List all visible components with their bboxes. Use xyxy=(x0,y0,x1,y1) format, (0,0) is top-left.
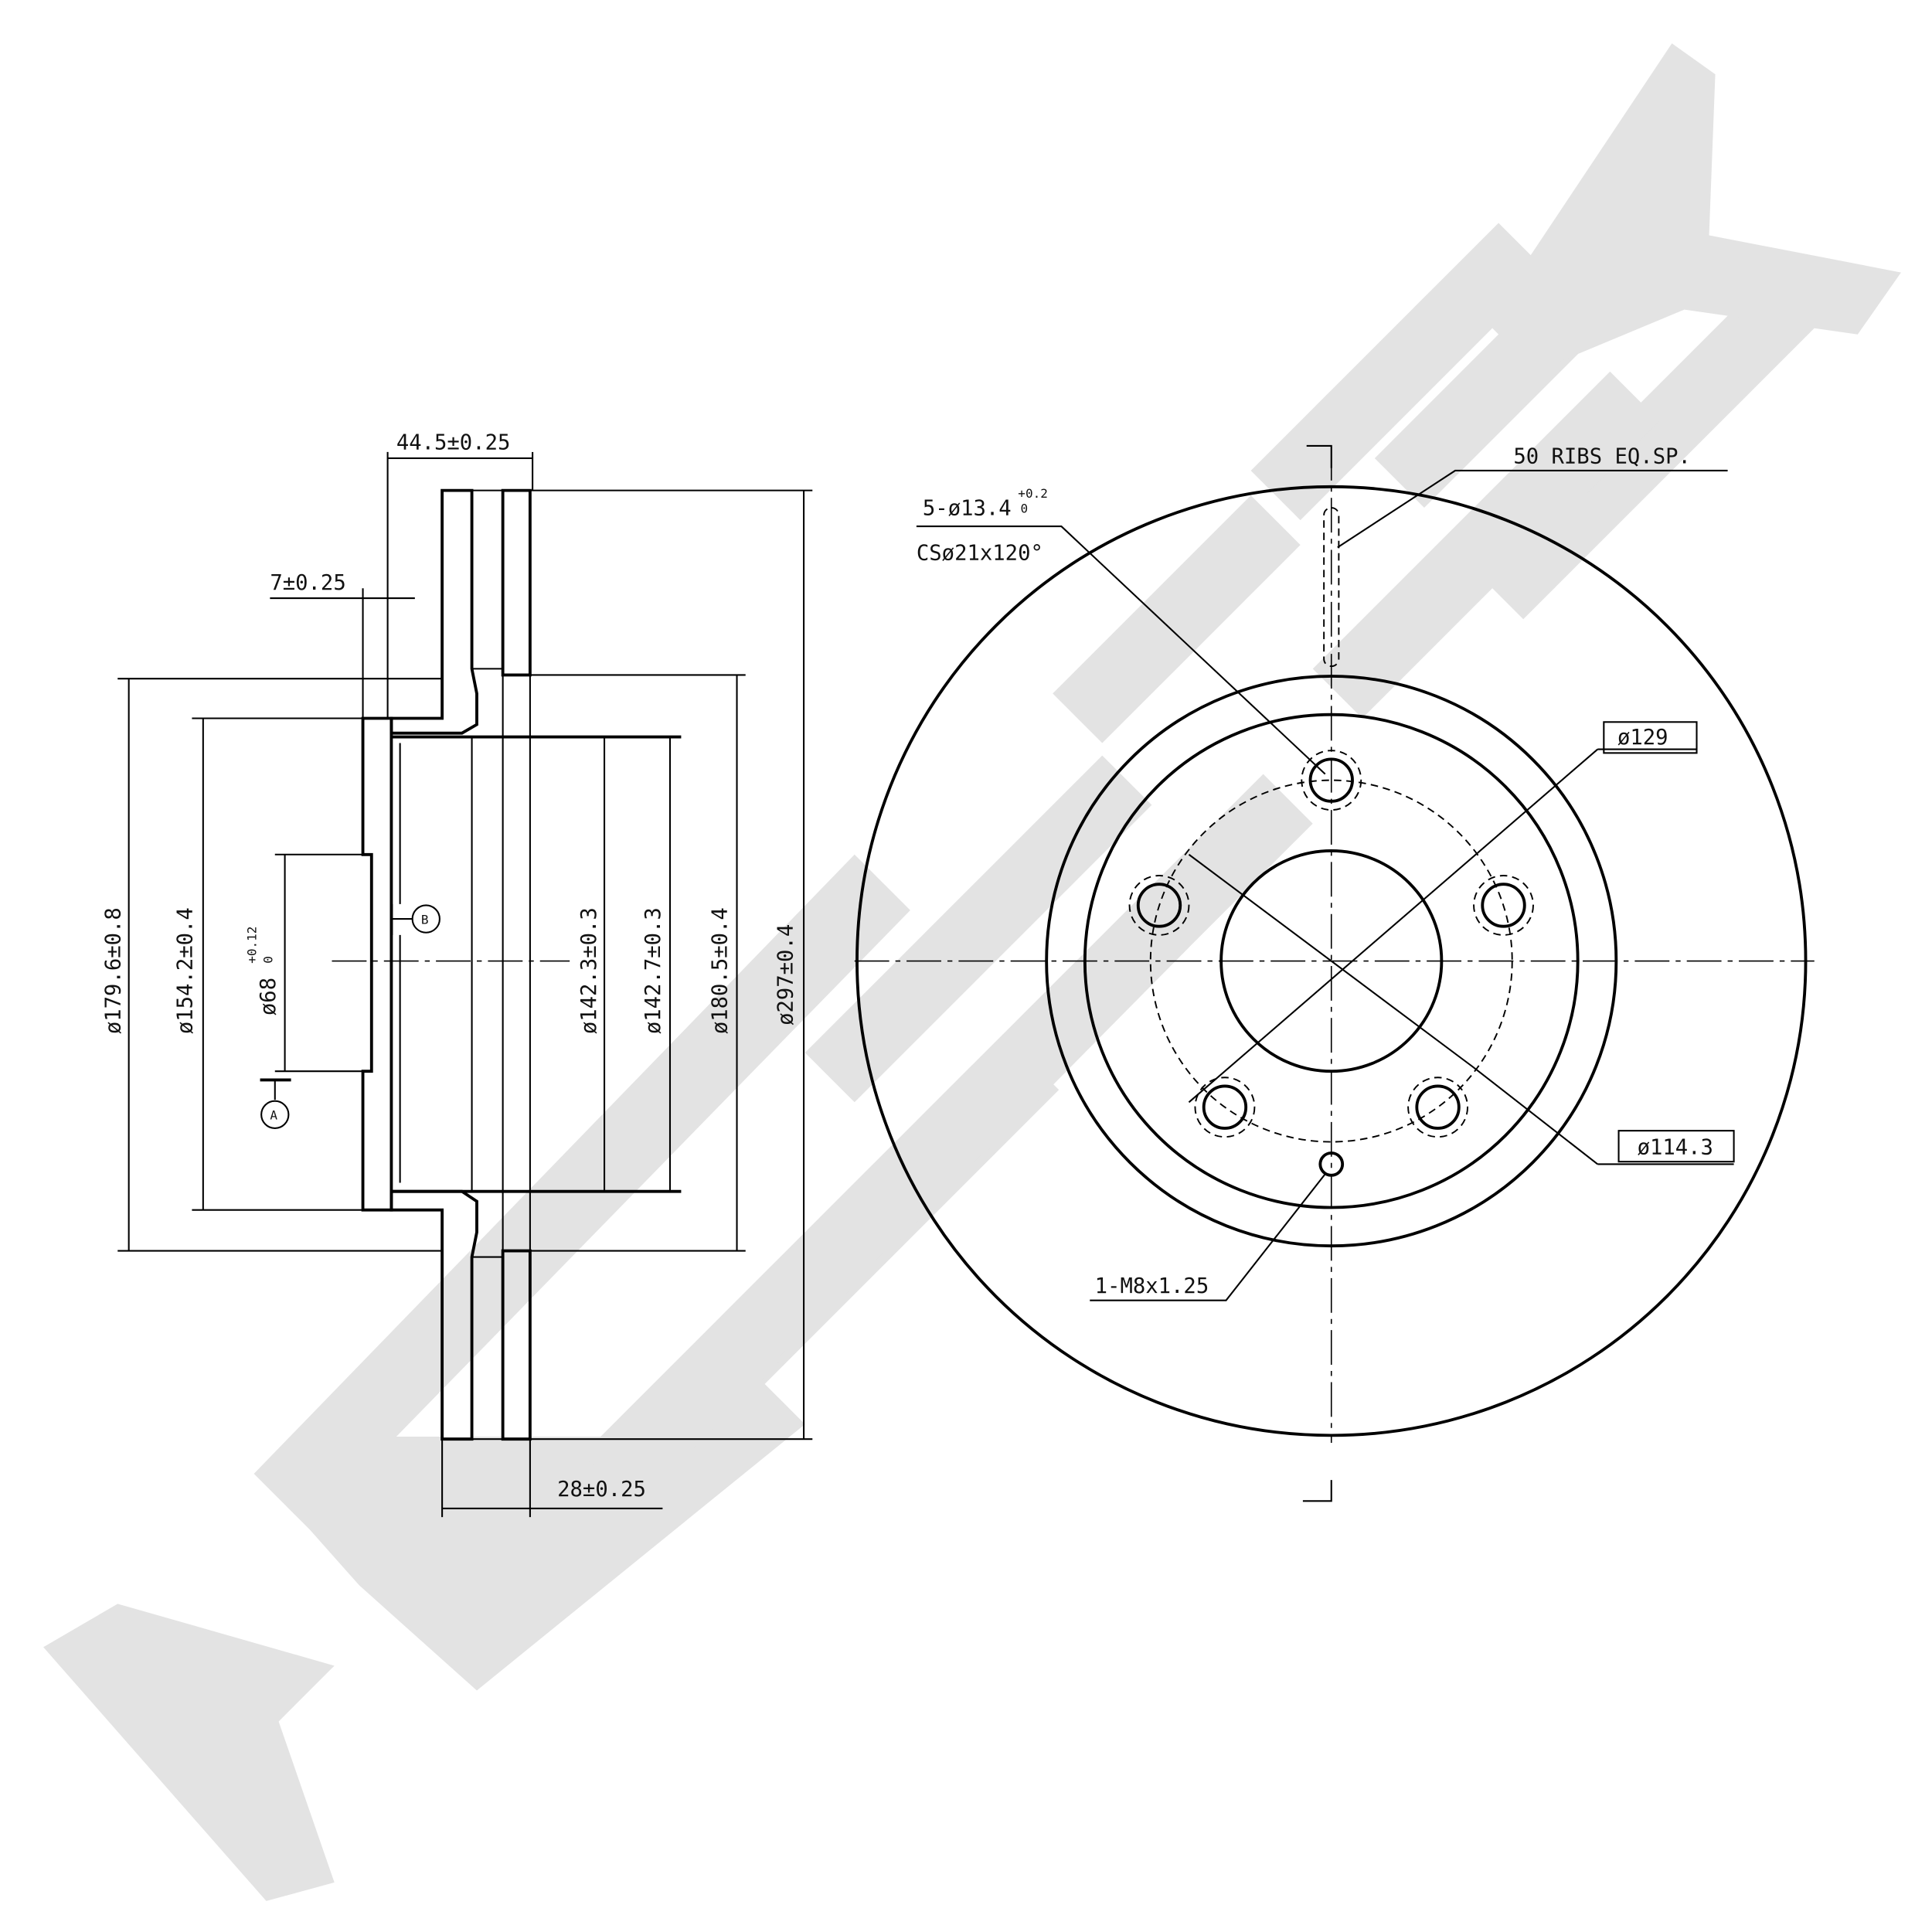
dim-hat-offset: 7±0.25 xyxy=(270,571,345,595)
dim-overall-height: 44.5±0.25 xyxy=(396,431,511,455)
dim-dia-142-3: ø142.3±0.3 xyxy=(577,907,601,1034)
dim-dia-297: ø297±0.4 xyxy=(774,924,798,1026)
dim-thickness: 28±0.25 xyxy=(557,1478,646,1502)
label-bolt-holes-tol-lower: 0 xyxy=(1021,501,1029,515)
datum-a-symbol xyxy=(260,1100,290,1129)
cooling-rib xyxy=(1323,507,1340,668)
datum-a-label: A xyxy=(270,1108,277,1123)
label-thread: 1-M8x1.25 xyxy=(1095,1274,1209,1298)
dim-dia-68: ø68 xyxy=(257,978,281,1015)
dim-dia-68-tol-upper: +0.12 xyxy=(245,927,260,964)
label-bolt-holes: 5-ø13.4 xyxy=(923,497,1012,521)
label-countersink: CSø21x120° xyxy=(917,541,1043,565)
side-view: A B 44.5±0.25 7±0.25 28±0.25 ø179.6±0.8 … xyxy=(101,431,813,1518)
front-view: 50 RIBS EQ.SP. 5-ø13.4 +0.2 0 CSø21x120°… xyxy=(854,444,1815,1502)
dim-dia-68-tol-lower: 0 xyxy=(261,956,276,964)
dim-dia-180: ø180.5±0.4 xyxy=(709,907,733,1034)
label-ribs: 50 RIBS EQ.SP. xyxy=(1513,444,1691,468)
dim-dia-154: ø154.2±0.4 xyxy=(173,907,197,1034)
m8-thread-hole xyxy=(1318,1151,1345,1177)
dim-dia-142-7: ø142.7±0.3 xyxy=(641,907,665,1034)
datum-b-symbol xyxy=(411,904,440,934)
label-dia-114: ø114.3 xyxy=(1638,1136,1713,1160)
inner-plate-upper xyxy=(389,488,478,735)
datum-b-label: B xyxy=(421,913,429,927)
label-dia-129: ø129 xyxy=(1617,726,1668,750)
inner-plate-lower xyxy=(389,1189,478,1441)
hub-face xyxy=(361,716,393,1212)
bolt-holes xyxy=(1128,750,1534,1138)
outer-plate-upper xyxy=(501,488,532,677)
brand-watermark xyxy=(43,43,1901,1901)
label-bolt-holes-tol-upper: +0.2 xyxy=(1018,486,1048,501)
dim-dia-179: ø179.6±0.8 xyxy=(101,907,125,1034)
